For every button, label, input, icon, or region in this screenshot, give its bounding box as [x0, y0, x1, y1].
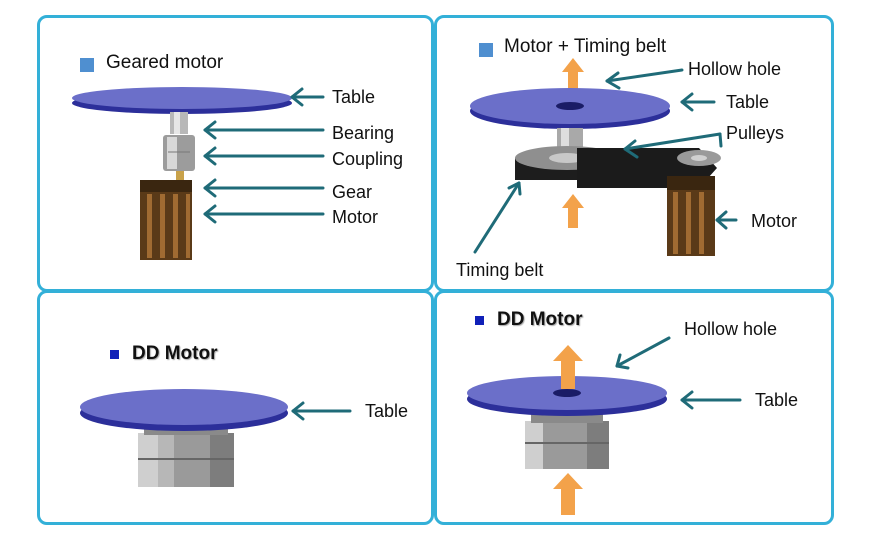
label-table: Table — [755, 390, 799, 410]
panel-title-motor-timing-belt: Motor + Timing belt — [504, 36, 667, 57]
label-motor: Motor — [332, 207, 379, 227]
label-table: Table — [726, 92, 770, 112]
square-bullet-icon — [475, 316, 484, 325]
panel-dd-motor-hollow: DD Motor Hollow hole Table — [434, 290, 834, 525]
left-arrow-icon — [473, 68, 738, 254]
square-bullet-icon — [479, 43, 493, 57]
dd-motor-illustration — [80, 389, 288, 487]
panel-dd-motor: DD Motor Table — [37, 290, 434, 525]
dd-motor-hollow-illustration — [467, 345, 667, 515]
label-table: Table — [365, 401, 409, 421]
left-arrow-icon — [203, 87, 325, 224]
label-timing-belt: Timing belt — [456, 260, 544, 280]
label-hollow-hole: Hollow hole — [688, 59, 782, 79]
left-arrow-icon — [615, 336, 742, 410]
label-coupling: Coupling — [332, 149, 404, 169]
label-table: Table — [332, 87, 376, 107]
label-pulleys: Pulleys — [726, 123, 785, 143]
timing-belt-illustration — [470, 58, 721, 256]
geared-motor-illustration — [72, 87, 292, 260]
square-bullet-icon — [110, 350, 119, 359]
panel-title-dd-motor-hollow: DD Motor — [497, 309, 583, 330]
panel-geared-motor: Geared motor Table Bearing Coupling G — [37, 15, 434, 292]
panel-motor-timing-belt: Motor + Timing belt — [434, 15, 834, 292]
label-bearing: Bearing — [332, 123, 395, 143]
panel-title-geared-motor: Geared motor — [106, 52, 224, 73]
label-motor: Motor — [751, 211, 798, 231]
label-gear: Gear — [332, 182, 373, 202]
left-arrow-icon — [291, 401, 352, 421]
panel-title-dd-motor: DD Motor — [132, 343, 218, 364]
square-bullet-icon — [80, 58, 94, 72]
label-hollow-hole: Hollow hole — [684, 319, 778, 339]
